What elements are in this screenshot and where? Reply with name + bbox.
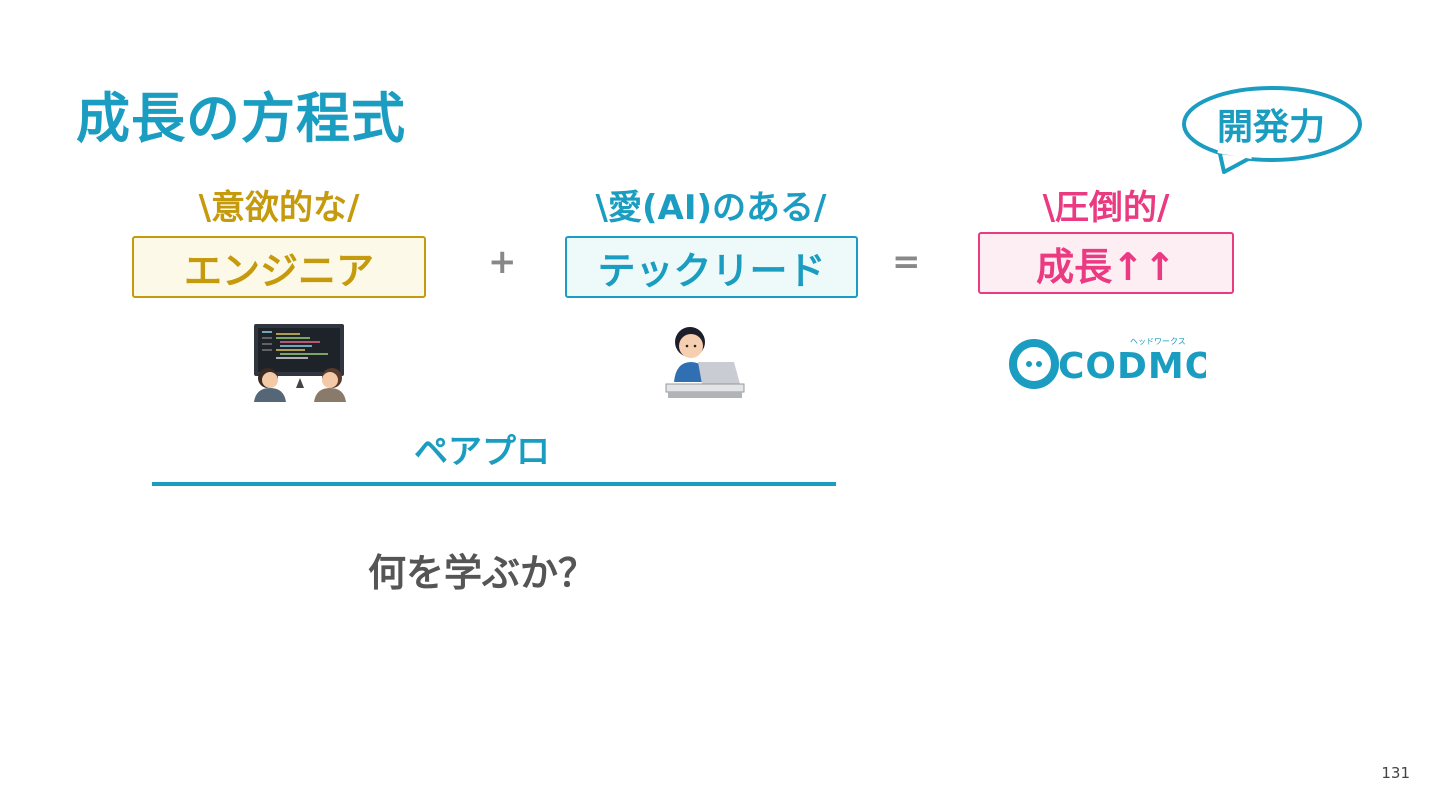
term3-box-text: 成長↑↑ [1036, 244, 1176, 289]
person-laptop-illustration [665, 327, 745, 398]
pair-programming-label: ペアプロ [414, 432, 550, 472]
plus-operator: + [488, 242, 517, 282]
equals-operator: = [892, 242, 921, 282]
codmon-logo: CODMON ヘッドワークス [1009, 337, 1206, 389]
divider-line [152, 482, 836, 486]
term1-label: \意欲的な/ [198, 188, 360, 228]
question-text: 何を学ぶか？ [367, 551, 596, 595]
term3-box: 成長↑↑ [978, 232, 1234, 294]
term2-label: \愛(AI)のある/ [595, 188, 827, 228]
logo-tagline: ヘッドワークス [1130, 337, 1186, 346]
term1-box: エンジニア [132, 236, 426, 298]
speech-bubble-icon [1182, 86, 1362, 174]
term1-box-text: エンジニア [183, 248, 374, 293]
term2-box-text: テックリード [597, 248, 826, 293]
engineers-monitor-illustration [254, 324, 346, 402]
term2-box: テックリード [565, 236, 858, 298]
term3-label: \圧倒的/ [1042, 188, 1170, 228]
bubble-text: 開発力 [1216, 107, 1325, 148]
page-number: 131 [1381, 764, 1410, 782]
slide-title: 成長の方程式 [76, 87, 406, 150]
logo-text: CODMON [1058, 346, 1206, 387]
